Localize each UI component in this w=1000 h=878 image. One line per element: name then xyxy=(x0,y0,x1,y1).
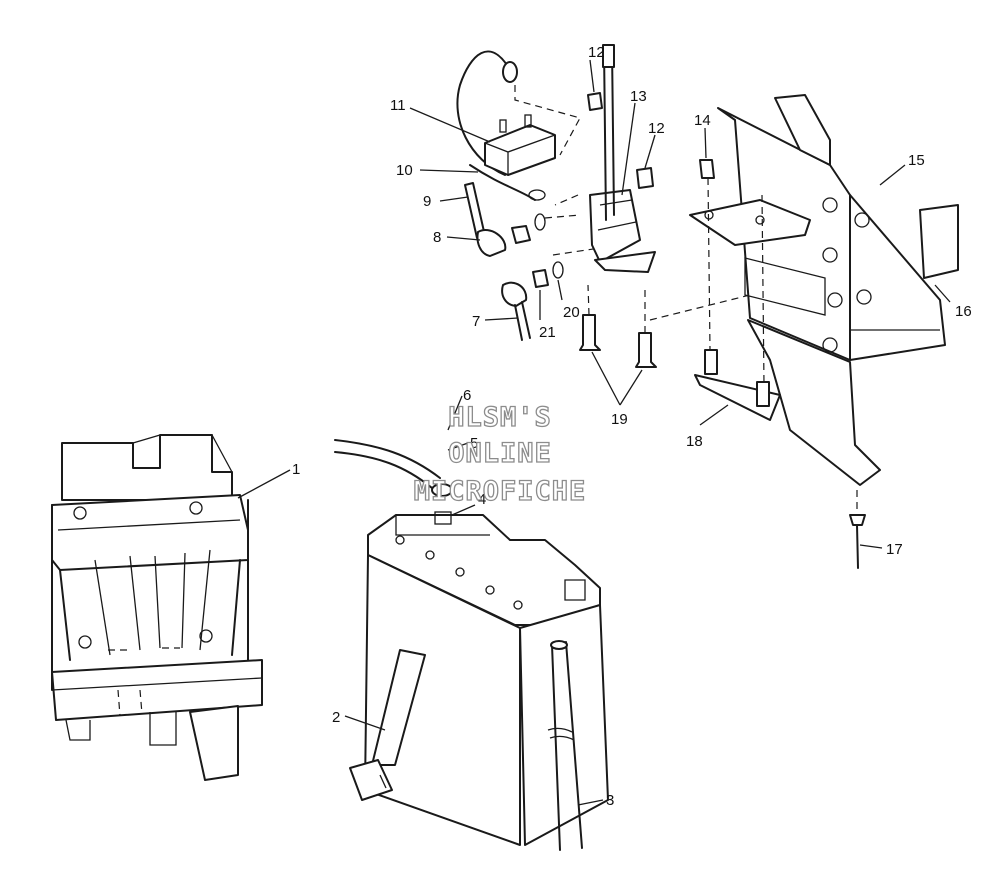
watermark-line-3: MICROFICHE xyxy=(414,476,587,507)
callout-7: 7 xyxy=(472,313,480,330)
callout-5: 5 xyxy=(470,435,478,452)
callout-12-lower: 12 xyxy=(648,120,665,137)
callout-2: 2 xyxy=(332,709,340,726)
callout-3: 3 xyxy=(606,792,614,809)
callout-labels: 1 2 3 4 5 6 7 8 9 10 11 12 12 13 14 15 1… xyxy=(292,44,972,809)
watermark: HLSM'S ONLINE MICROFICHE xyxy=(413,401,587,507)
mounting-bracket-part xyxy=(689,94,959,569)
battery-part xyxy=(364,511,609,846)
callout-9: 9 xyxy=(423,193,431,210)
callout-16: 16 xyxy=(955,303,972,320)
callout-14: 14 xyxy=(694,112,711,129)
callout-6: 6 xyxy=(463,387,471,404)
battery-cable xyxy=(334,439,453,497)
watermark-line-2: ONLINE xyxy=(448,438,552,469)
callout-4: 4 xyxy=(478,491,486,508)
watermark-line-1: HLSM'S xyxy=(448,402,552,433)
callout-13: 13 xyxy=(630,88,647,105)
callout-1: 1 xyxy=(292,461,300,478)
callout-20: 20 xyxy=(563,304,580,321)
wiring-assembly xyxy=(456,44,771,368)
callout-12-upper: 12 xyxy=(588,44,605,61)
leader-lines xyxy=(237,59,951,806)
callout-21: 21 xyxy=(539,324,556,341)
vent-tube-part xyxy=(547,640,583,851)
callout-17: 17 xyxy=(886,541,903,558)
callout-11: 11 xyxy=(390,97,406,114)
callout-15: 15 xyxy=(908,152,925,169)
battery-strap-part xyxy=(349,649,426,801)
callout-8: 8 xyxy=(433,229,441,246)
callout-19: 19 xyxy=(611,411,628,428)
callout-10: 10 xyxy=(396,162,413,179)
battery-box-part xyxy=(51,434,263,781)
callout-18: 18 xyxy=(686,433,703,450)
